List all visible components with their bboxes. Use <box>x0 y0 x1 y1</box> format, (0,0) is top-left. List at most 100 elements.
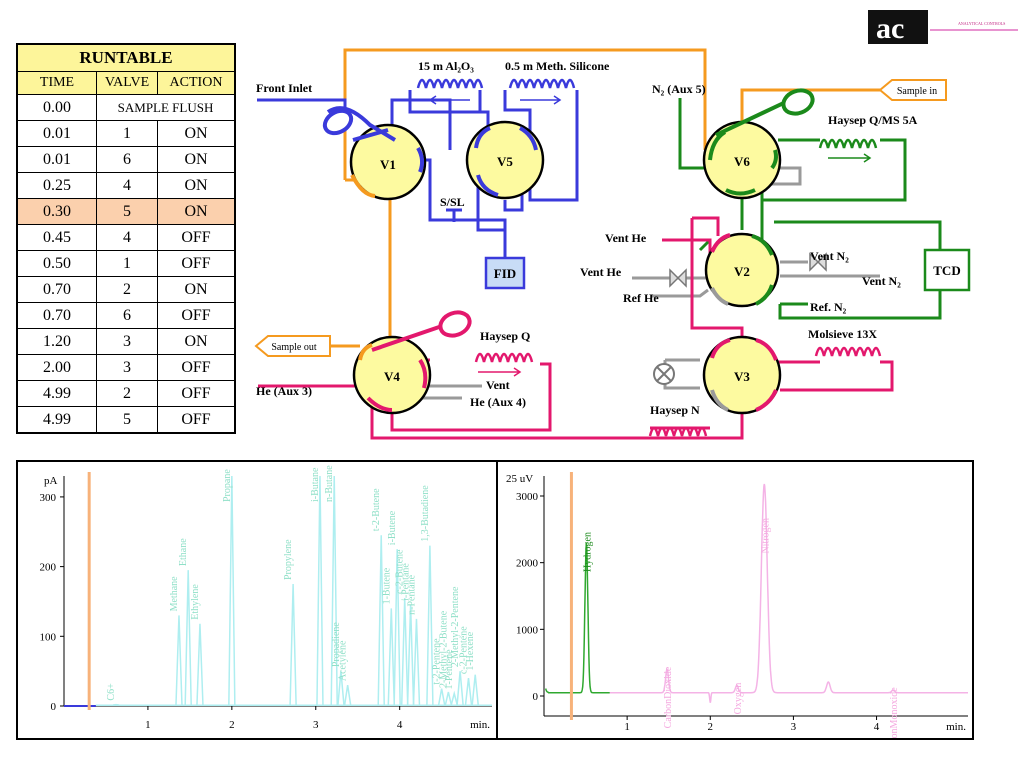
peak-label: 1-Hexene <box>465 631 476 670</box>
cell-valve: 3 <box>96 354 158 381</box>
column-coil-molsieve <box>814 346 882 357</box>
peak-label: CarbonMonoxide <box>889 687 900 738</box>
label-front-inlet: Front Inlet <box>256 81 312 95</box>
cell-valve: 3 <box>96 328 158 355</box>
y-tick-label: 0 <box>51 701 57 713</box>
label-n2-aux5: N₂ (Aux 5) <box>652 82 706 96</box>
y-tick-label: 1000 <box>516 624 539 636</box>
valve-label: V1 <box>380 157 396 172</box>
x-tick-label: 1 <box>145 719 151 731</box>
x-tick-label: 2 <box>708 721 714 733</box>
valve-label: V3 <box>734 369 750 384</box>
label-he-aux3: He (Aux 3) <box>256 384 312 398</box>
peak <box>471 674 479 706</box>
column-coil-haysep-n <box>648 426 708 437</box>
peak-label: Ethylene <box>190 584 201 620</box>
company-logo: ac ANALYTICAL CONTROLS <box>868 10 1018 45</box>
valve-v6: V6 <box>702 88 815 200</box>
label-haysep-qms: Haysep Q/MS 5A <box>828 113 918 127</box>
peak-label: i-Pentane <box>401 563 412 601</box>
valve-label: V4 <box>384 369 400 384</box>
cell-time: 0.01 <box>16 120 97 147</box>
valve-v1: V1 <box>322 106 427 201</box>
y-axis-label: pA <box>44 475 58 487</box>
peak-label: Oxygen <box>733 683 744 715</box>
cell-valve: 1 <box>96 250 158 277</box>
x-axis-label: min. <box>946 721 966 733</box>
tcd-detector <box>923 248 971 292</box>
cell-time: 0.30 <box>16 198 97 225</box>
peak <box>393 549 401 706</box>
restrictor-icon <box>653 363 675 385</box>
trace-segment-pink <box>609 483 968 703</box>
peak-label: c-2-Pentene <box>459 626 470 674</box>
peak-label: C6+ <box>106 683 117 701</box>
peak <box>406 604 415 706</box>
peak <box>387 608 396 706</box>
sample-in-arrow <box>878 79 947 101</box>
y-tick-label: 2000 <box>516 558 539 570</box>
x-tick-label: 4 <box>874 721 880 733</box>
valve-v2: V2 <box>704 232 780 308</box>
cell-action: ON <box>157 146 236 173</box>
label-ref-n2: Ref. N₂ <box>810 300 847 314</box>
label-vent-n2-1: Vent N₂ <box>810 249 849 263</box>
peak <box>456 671 464 706</box>
label-vent-he-1: Vent He <box>605 231 647 245</box>
cell-valve: 5 <box>96 198 158 225</box>
peak-label: Ethane <box>178 538 189 566</box>
cell-time: 0.00 <box>16 94 97 121</box>
label-methsilicone-column: 0.5 m Meth. Silicone <box>505 59 610 73</box>
peak-label: Propane <box>222 469 233 502</box>
peak <box>437 688 446 706</box>
cell-time: 0.70 <box>16 302 97 329</box>
column-coil-haysep-qms <box>818 138 878 149</box>
sample-in-label: Sample in <box>897 86 937 97</box>
y-tick-label: 200 <box>40 562 57 574</box>
valve-label: V6 <box>734 154 750 169</box>
label-molsieve: Molsieve 13X <box>808 327 877 341</box>
peak-label: Propadiene <box>331 622 342 668</box>
peak <box>175 615 183 706</box>
peak <box>464 678 473 706</box>
table-row: 0.00 SAMPLE FLUSH <box>16 94 236 121</box>
peak-label: 1-Pentene <box>444 649 455 690</box>
peak-label: 2-Methyl-2-Butene <box>438 610 449 688</box>
panel-divider <box>496 462 498 738</box>
valve-v4: V4 <box>352 310 472 415</box>
logo-text: ANALYTICAL CONTROLS <box>958 21 1005 26</box>
label-vent: Vent <box>486 378 510 392</box>
peak <box>228 475 236 706</box>
peak <box>450 690 458 706</box>
tcd-label: TCD <box>933 263 960 278</box>
cell-time: 4.99 <box>16 380 97 407</box>
cell-time: 0.25 <box>16 172 97 199</box>
peak <box>196 623 204 706</box>
column-coil-haysep-q <box>474 352 534 363</box>
sample-out-arrow <box>254 335 331 357</box>
peak-label: 2-Methyl-2-Pentene <box>450 586 461 667</box>
peak-label: Propylene <box>283 539 294 580</box>
cell-valve: 5 <box>96 406 158 434</box>
cell-time: 2.00 <box>16 354 97 381</box>
valve-label: V2 <box>734 264 750 279</box>
peak <box>426 545 434 706</box>
peak-label: n-Pentane <box>406 574 417 615</box>
peak <box>343 684 352 706</box>
peak-label: n-Butane <box>324 465 335 502</box>
cell-time: 4.99 <box>16 406 97 434</box>
valve-v3: V3 <box>702 335 782 415</box>
cell-action: OFF <box>157 224 236 251</box>
peak-label: i-Butane <box>310 467 321 502</box>
x-axis-label: min. <box>470 719 490 731</box>
x-tick-label: 2 <box>229 719 235 731</box>
x-tick-label: 1 <box>624 721 630 733</box>
peak <box>400 597 409 706</box>
cell-action: OFF <box>157 380 236 407</box>
